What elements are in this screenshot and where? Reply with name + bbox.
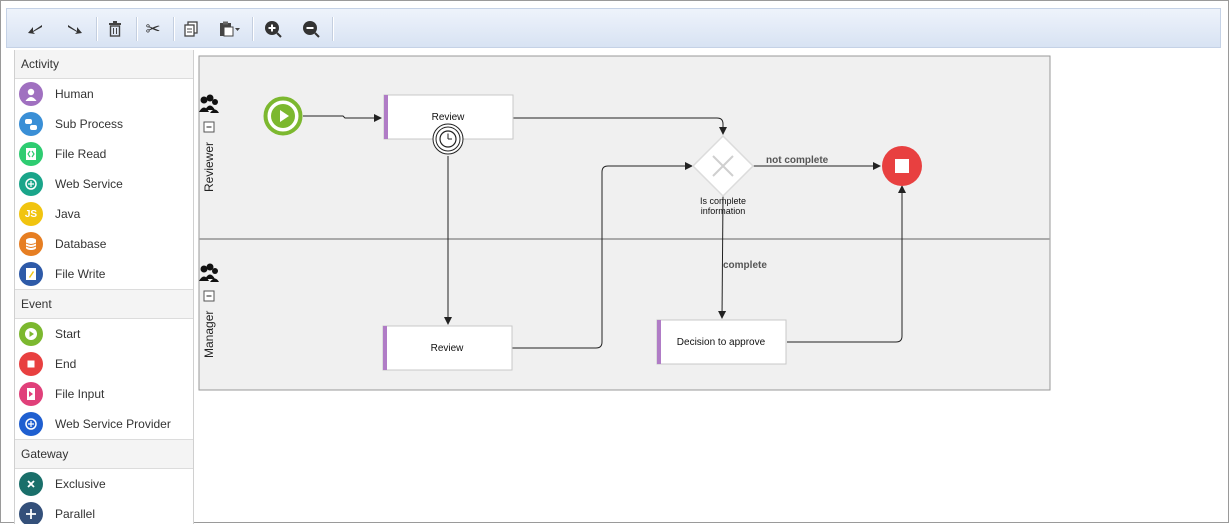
palette-item-label: File Read [55, 147, 107, 161]
sub-process-icon [19, 112, 43, 136]
delete-icon[interactable] [100, 15, 130, 43]
palette-item-file-write[interactable]: File Write [15, 259, 193, 289]
task-decision-to-approve[interactable]: Decision to approve [656, 319, 787, 365]
users-icon [199, 263, 219, 282]
redo-icon[interactable] [59, 15, 89, 43]
palette-item-human[interactable]: Human [15, 79, 193, 109]
java-icon: JS [19, 202, 43, 226]
palette-item-web-service-provider[interactable]: Web Service Provider [15, 409, 193, 439]
flow-decision-to-end[interactable] [787, 185, 906, 343]
palette-item-label: Web Service Provider [55, 417, 171, 431]
timer-icon [432, 123, 464, 155]
palette-item-database[interactable]: Database [15, 229, 193, 259]
palette-item-label: End [55, 357, 77, 371]
palette-item-label: Human [55, 87, 94, 101]
palette-item-label: File Write [55, 267, 106, 281]
task-review[interactable]: Review [383, 94, 514, 155]
palette-item-java[interactable]: JS Java [15, 199, 193, 229]
palette-header-event: Event [15, 289, 193, 319]
palette-item-label: Parallel [55, 507, 96, 521]
zoom-out-icon[interactable] [296, 15, 326, 43]
parallel-gateway-icon [19, 502, 43, 524]
undo-icon[interactable] [21, 15, 51, 43]
lane-label-manager: Manager [202, 311, 216, 358]
flow-label-not-complete: not complete [766, 155, 829, 166]
flow-gateway-to-decision[interactable] [718, 195, 727, 319]
start-event[interactable] [263, 96, 303, 136]
palette-item-exclusive[interactable]: Exclusive [15, 469, 193, 499]
task-label: Review [432, 112, 466, 123]
users-icon [199, 94, 219, 113]
collapse-lane-button[interactable] [203, 121, 215, 133]
collapse-lane-button[interactable] [203, 290, 215, 302]
palette-item-label: Web Service [55, 177, 123, 191]
web-service-provider-icon [19, 412, 43, 436]
palette-item-sub-process[interactable]: Sub Process [15, 109, 193, 139]
palette-item-label: Java [55, 207, 81, 221]
palette-item-end[interactable]: End [15, 349, 193, 379]
lane-manager[interactable]: Manager [199, 263, 219, 359]
diagram-canvas[interactable]: Reviewer Manager not complete complete [195, 50, 1055, 395]
copy-icon[interactable] [176, 15, 206, 43]
palette-item-parallel[interactable]: Parallel [15, 499, 193, 524]
palette-item-label: File Input [55, 387, 105, 401]
shape-palette: Activity Human Sub Process File Read Web… [14, 50, 194, 524]
toolbar: ✂ [6, 8, 1221, 48]
palette-item-label: Sub Process [55, 117, 124, 131]
file-input-icon [19, 382, 43, 406]
flow-label-complete: complete [723, 260, 767, 271]
file-write-icon [19, 262, 43, 286]
palette-item-label: Start [55, 327, 81, 341]
pool[interactable] [198, 55, 1051, 391]
task-review-manager[interactable]: Review [382, 325, 513, 371]
palette-item-file-input[interactable]: File Input [15, 379, 193, 409]
gateway-label-line2: information [701, 206, 746, 216]
cut-icon[interactable]: ✂ [145, 18, 161, 40]
flow-review-to-gateway-lower[interactable] [512, 162, 693, 349]
human-icon [19, 82, 43, 106]
exclusive-gateway[interactable]: Is complete information [691, 134, 755, 216]
database-icon [19, 232, 43, 256]
lane-reviewer[interactable]: Reviewer [199, 94, 219, 193]
lane-label-reviewer: Reviewer [202, 142, 216, 192]
exclusive-gateway-icon [19, 472, 43, 496]
palette-item-start[interactable]: Start [15, 319, 193, 349]
palette-item-web-service[interactable]: Web Service [15, 169, 193, 199]
file-read-icon [19, 142, 43, 166]
web-service-icon [19, 172, 43, 196]
task-label: Review [431, 343, 465, 354]
palette-header-activity: Activity [15, 50, 193, 79]
palette-header-gateway: Gateway [15, 439, 193, 469]
flow-review-to-gateway[interactable] [513, 117, 727, 135]
palette-item-label: Exclusive [55, 477, 106, 491]
palette-item-file-read[interactable]: File Read [15, 139, 193, 169]
end-event[interactable] [882, 146, 922, 186]
start-event-icon [19, 322, 43, 346]
end-event-icon [19, 352, 43, 376]
flow-start-to-review[interactable] [303, 114, 382, 122]
zoom-in-icon[interactable] [258, 15, 288, 43]
paste-icon[interactable] [215, 15, 245, 43]
gateway-label-line1: Is complete [700, 196, 746, 206]
task-label: Decision to approve [677, 337, 766, 348]
palette-item-label: Database [55, 237, 107, 251]
